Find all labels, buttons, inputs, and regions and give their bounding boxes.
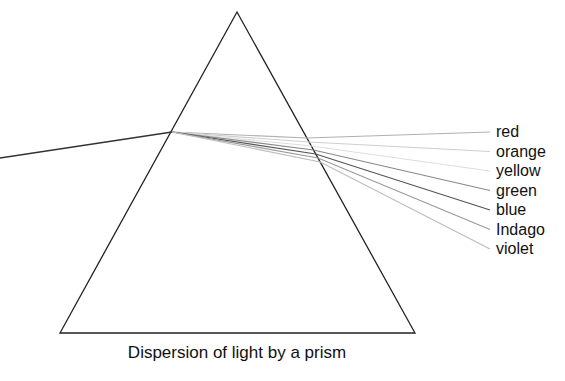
incident-ray	[0, 132, 172, 158]
color-label: orange	[496, 143, 546, 161]
indigo-ray	[172, 132, 490, 230]
color-label: yellow	[496, 162, 540, 180]
color-label: red	[496, 123, 519, 141]
color-label: Indago	[496, 221, 545, 239]
color-label: violet	[496, 240, 533, 258]
dispersed-rays	[172, 132, 490, 249]
caption: Dispersion of light by a prism	[128, 343, 346, 363]
color-label: blue	[496, 201, 526, 219]
prism-outline	[60, 12, 415, 333]
color-label: green	[496, 182, 537, 200]
violet-ray	[172, 132, 490, 249]
blue-ray	[172, 132, 490, 210]
